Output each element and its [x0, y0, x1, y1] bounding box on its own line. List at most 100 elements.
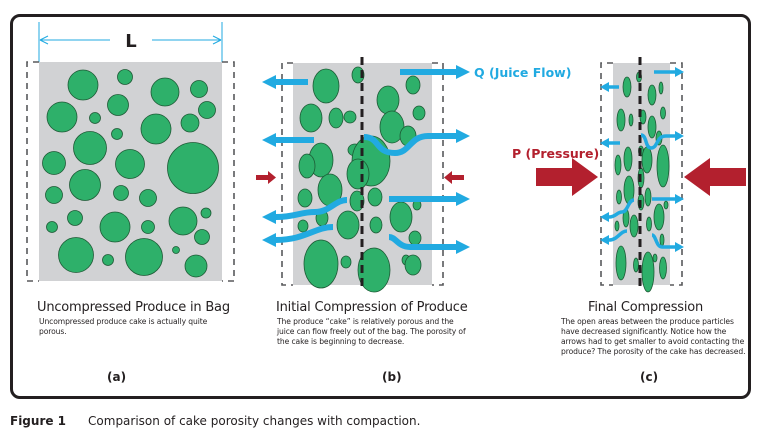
produce-particle: [167, 142, 219, 194]
panel-b-letter: (b): [382, 370, 402, 384]
produce-particle: [184, 254, 208, 278]
pressure-arrow-right: [684, 158, 746, 196]
panel-a-description: Uncompressed produce cake is actually qu…: [39, 317, 208, 336]
produce-particle: [623, 146, 633, 172]
pressure-arrow-left: [256, 171, 276, 184]
produce-particle: [140, 113, 172, 145]
produce-particle: [629, 214, 639, 238]
panel-a: L: [26, 22, 235, 282]
produce-particle: [369, 216, 383, 234]
produce-particle: [656, 144, 670, 188]
produce-particle: [115, 149, 145, 179]
produce-particle: [198, 101, 216, 119]
produce-particle: [303, 239, 339, 289]
produce-particle: [367, 187, 383, 207]
produce-particle: [107, 94, 129, 116]
produce-particle: [628, 113, 634, 127]
produce-particle: [150, 77, 180, 107]
produce-particle: [58, 237, 94, 273]
produce-particle: [180, 113, 200, 133]
produce-particle: [659, 233, 665, 247]
produce-particle: [46, 101, 78, 133]
produce-particle: [616, 189, 622, 205]
produce-particle: [299, 103, 323, 133]
small-pressure-arrows-b: [256, 171, 464, 184]
flow-label: Q (Juice Flow): [474, 65, 571, 80]
produce-particle: [113, 185, 129, 201]
produce-particle: [653, 203, 665, 231]
produce-particle: [42, 151, 66, 175]
panel-a-title: Uncompressed Produce in Bag: [37, 300, 230, 315]
produce-particle: [139, 189, 157, 207]
flow-arrow: [363, 133, 456, 157]
produce-particle: [67, 69, 99, 101]
flow-arrowheads-c: [600, 67, 684, 252]
juice-flow-arrows-b: [275, 69, 456, 250]
produce-particle: [412, 105, 426, 121]
bag-b: [281, 62, 444, 286]
produce-particle: [200, 207, 212, 219]
particles-a: [42, 69, 219, 278]
produce-particle: [663, 200, 669, 210]
produce-particle: [67, 210, 83, 226]
dimension-label: L: [125, 31, 136, 52]
produce-particle: [408, 230, 422, 246]
produce-particle: [633, 257, 639, 273]
produce-particle: [646, 216, 652, 232]
pressure-arrow-right: [444, 171, 464, 184]
juice-flow-arrows-c: [608, 70, 675, 249]
produce-particle: [340, 255, 352, 269]
dimension-l: L: [38, 22, 223, 62]
produce-particle: [297, 219, 309, 233]
produce-particle: [45, 186, 63, 204]
big-pressure-arrows: [536, 158, 746, 196]
produce-particle: [658, 81, 664, 95]
produce-particle: [298, 153, 316, 179]
produce-particle: [168, 206, 198, 236]
produce-particle: [644, 187, 652, 207]
produce-particle: [328, 107, 344, 129]
figure-caption-text: Comparison of cake porosity changes with…: [88, 414, 421, 428]
produce-particle: [622, 76, 632, 98]
flow-arrow: [608, 198, 635, 219]
produce-particle: [172, 246, 180, 254]
produce-particle: [389, 201, 413, 233]
produce-particle: [99, 211, 131, 243]
produce-particle: [641, 251, 655, 293]
produce-particle: [111, 128, 123, 140]
produce-particle: [615, 245, 627, 281]
panel-a-letter: (a): [107, 370, 127, 384]
bag-c: [600, 62, 683, 286]
produce-particle: [190, 80, 208, 98]
flow-arrowheads-b: [262, 65, 470, 254]
produce-particle: [89, 112, 101, 124]
produce-particle: [376, 85, 400, 115]
produce-particle: [405, 75, 421, 95]
produce-particle: [404, 254, 422, 276]
produce-particle: [647, 115, 657, 139]
panel-c-letter: (c): [640, 370, 659, 384]
produce-particle: [614, 154, 622, 176]
produce-particle: [616, 108, 626, 132]
pressure-label: P (Pressure): [512, 146, 599, 161]
produce-particle: [194, 229, 210, 245]
produce-particle: [357, 247, 391, 293]
flow-arrow: [651, 233, 675, 249]
produce-particle: [297, 188, 313, 208]
produce-particle: [641, 146, 653, 174]
flow-arrow: [275, 197, 348, 220]
flow-arrow: [640, 133, 675, 150]
produce-particle: [343, 110, 357, 124]
bag-a: [26, 61, 235, 282]
produce-particle: [614, 220, 620, 232]
produce-particle: [69, 169, 101, 201]
panel-c-title: Final Compression: [588, 300, 704, 315]
flow-arrow: [275, 224, 334, 243]
figure-number: Figure 1: [10, 414, 67, 428]
particles-c: [614, 71, 670, 293]
flow-arrow: [388, 234, 456, 250]
panel-c: P (Pressure): [512, 57, 746, 293]
produce-particle: [73, 131, 107, 165]
produce-particle: [660, 106, 666, 120]
